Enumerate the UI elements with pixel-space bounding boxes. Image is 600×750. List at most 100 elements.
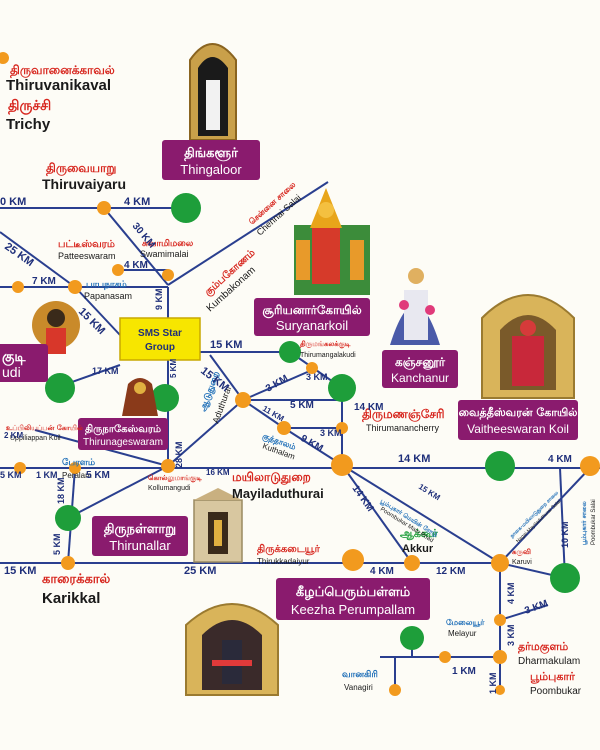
temple-dot[interactable] xyxy=(171,193,201,223)
junction-markers xyxy=(0,52,600,696)
tag-en: Thirunageswaram xyxy=(83,437,163,448)
road xyxy=(499,604,549,621)
road-label-ta: நாகை-மயிலாடுதுறை சாலை xyxy=(509,490,560,540)
distance-label: 3 KM xyxy=(264,373,290,394)
temple-dot[interactable] xyxy=(550,563,580,593)
tag-kanchanur[interactable]: கஞ்சனூர் Kanchanur xyxy=(382,350,458,388)
junction-dot[interactable] xyxy=(235,392,251,408)
road xyxy=(499,467,591,564)
place-en: Melayur xyxy=(448,629,477,638)
distance-label: 1 KM xyxy=(452,666,476,677)
place-en: Thirumanancherry xyxy=(366,423,440,433)
junction-dot[interactable] xyxy=(112,264,124,276)
tag-thirunageswaram[interactable]: திருநாகேஸ்வரம் Thirunageswaram xyxy=(78,418,168,450)
road xyxy=(0,231,76,288)
tag-suryanarkoil[interactable]: சூரியனார்கோயில் Suryanarkoil xyxy=(254,298,370,336)
road xyxy=(242,399,285,429)
tag-thingaloor[interactable]: திங்களூர் Thingaloor xyxy=(162,140,260,180)
temple-dot[interactable] xyxy=(279,341,301,363)
tag-thirunallar[interactable]: திருநள்ளாறு Thirunallar xyxy=(92,516,188,556)
hotel-box[interactable] xyxy=(119,317,201,361)
junction-dot[interactable] xyxy=(342,549,364,571)
distance-label: 15 KM xyxy=(417,482,442,502)
distance-label: 12 KM xyxy=(436,566,465,577)
tag-ta: குடி xyxy=(2,349,26,366)
place-ta: திருவானைக்காவல் xyxy=(10,63,115,78)
tag-keezha[interactable]: கீழப்பெரும்பள்ளம் Keezha Perumpallam xyxy=(276,578,430,620)
road xyxy=(167,181,329,286)
tag-alangudi[interactable]: குடி udi xyxy=(0,344,48,382)
place-ta: திருவையாறு xyxy=(46,161,116,176)
distance-label: 5 KM xyxy=(86,470,110,481)
junction-dot[interactable] xyxy=(331,454,353,476)
place-ta: திருமணஞ்சேரி xyxy=(362,407,445,422)
junction-dot[interactable] xyxy=(161,459,175,473)
distance-label: 3 KM xyxy=(506,624,516,646)
junction-dot[interactable] xyxy=(389,684,401,696)
deity-image xyxy=(390,268,440,345)
junction-dot[interactable] xyxy=(580,456,600,476)
tag-en: Thirunallar xyxy=(109,538,171,553)
tag-ta: திருநாகேஸ்வரம் xyxy=(85,423,161,435)
junction-dot[interactable] xyxy=(12,281,24,293)
shrine-image xyxy=(185,603,279,696)
junction-dot[interactable] xyxy=(162,269,174,281)
junction-dot[interactable] xyxy=(14,462,26,474)
junction-dot[interactable] xyxy=(336,422,348,434)
junction-dot[interactable] xyxy=(491,554,509,572)
junction-dot[interactable] xyxy=(68,280,82,294)
junction-dot[interactable] xyxy=(97,201,111,215)
place-ta: மயிலாடுதுறை xyxy=(232,470,311,485)
tag-ta: வைத்தீஸ்வரன் கோயில் xyxy=(459,406,578,420)
junction-dot[interactable] xyxy=(277,421,291,435)
place-en: Kollumangudi xyxy=(148,485,191,492)
temple-dot[interactable] xyxy=(485,451,515,481)
junction-dot[interactable] xyxy=(494,614,506,626)
junction-dot[interactable] xyxy=(439,651,451,663)
shrine-image xyxy=(193,488,243,563)
junction-dot[interactable] xyxy=(61,556,75,570)
tag-vaitheeswaran[interactable]: வைத்தீஸ்வரன் கோயில் Vaitheeswaran Koil xyxy=(458,400,578,440)
distance-label: 4 KM xyxy=(506,582,516,604)
junction-dot[interactable] xyxy=(306,362,318,374)
temple-dot[interactable] xyxy=(400,626,424,650)
temple-dot[interactable] xyxy=(55,505,81,531)
tag-ta: சூரியனார்கோயில் xyxy=(262,303,361,318)
distance-label: 4 KM xyxy=(124,196,150,208)
distance-label: 28 KM xyxy=(174,441,184,468)
temple-tags: திங்களூர் Thingaloor சூரியனார்கோயில் Sur… xyxy=(0,140,578,620)
distance-label: 15 KM xyxy=(4,565,36,577)
tag-ta: திங்களூர் xyxy=(184,146,238,162)
junction-dot[interactable] xyxy=(493,650,507,664)
distance-label: 14 KM xyxy=(350,483,376,513)
road-network xyxy=(0,181,600,690)
place-en: Vanagiri xyxy=(344,683,373,692)
place-ta: காரைக்கால் xyxy=(42,572,111,587)
place-en: Peralam xyxy=(62,471,92,480)
junction-dot[interactable] xyxy=(0,52,9,64)
junction-dot[interactable] xyxy=(495,685,505,695)
distance-label: 0 KM xyxy=(0,196,26,208)
junction-dot[interactable] xyxy=(69,462,81,474)
distance-label: 5 KM xyxy=(290,400,314,411)
hotel-name-line1: SMS Star xyxy=(138,328,182,339)
place-ta: சுவாமிமலை xyxy=(142,238,194,249)
hotel-name-line2: Group xyxy=(145,342,175,353)
tag-en: Suryanarkoil xyxy=(276,318,348,333)
shrine-image xyxy=(189,43,237,141)
place-en: Uppiliappan Koil xyxy=(10,435,61,442)
distance-label: 2 KM xyxy=(4,431,23,440)
tag-en: Vaitheeswaran Koil xyxy=(467,422,569,436)
temple-dot[interactable] xyxy=(151,384,179,412)
temple-dot[interactable] xyxy=(328,374,356,402)
temple-dot[interactable] xyxy=(45,373,75,403)
place-en: Thiruvanikaval xyxy=(6,77,111,94)
distance-label: 3 KM xyxy=(320,428,342,438)
distance-label: 3 KM xyxy=(306,372,328,382)
hotel-marker[interactable]: SMS Star Group xyxy=(119,317,201,361)
junction-dot[interactable] xyxy=(404,555,420,571)
tag-en: Kanchanur xyxy=(391,371,449,385)
shrine-image xyxy=(481,294,575,399)
place-ta: திருச்சி xyxy=(8,98,51,115)
